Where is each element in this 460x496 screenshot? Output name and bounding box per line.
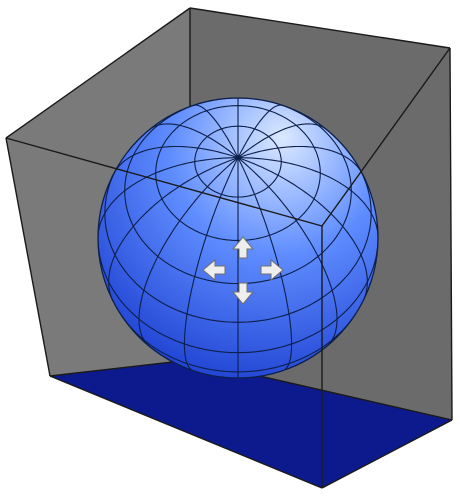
globe-sphere: [98, 98, 378, 378]
